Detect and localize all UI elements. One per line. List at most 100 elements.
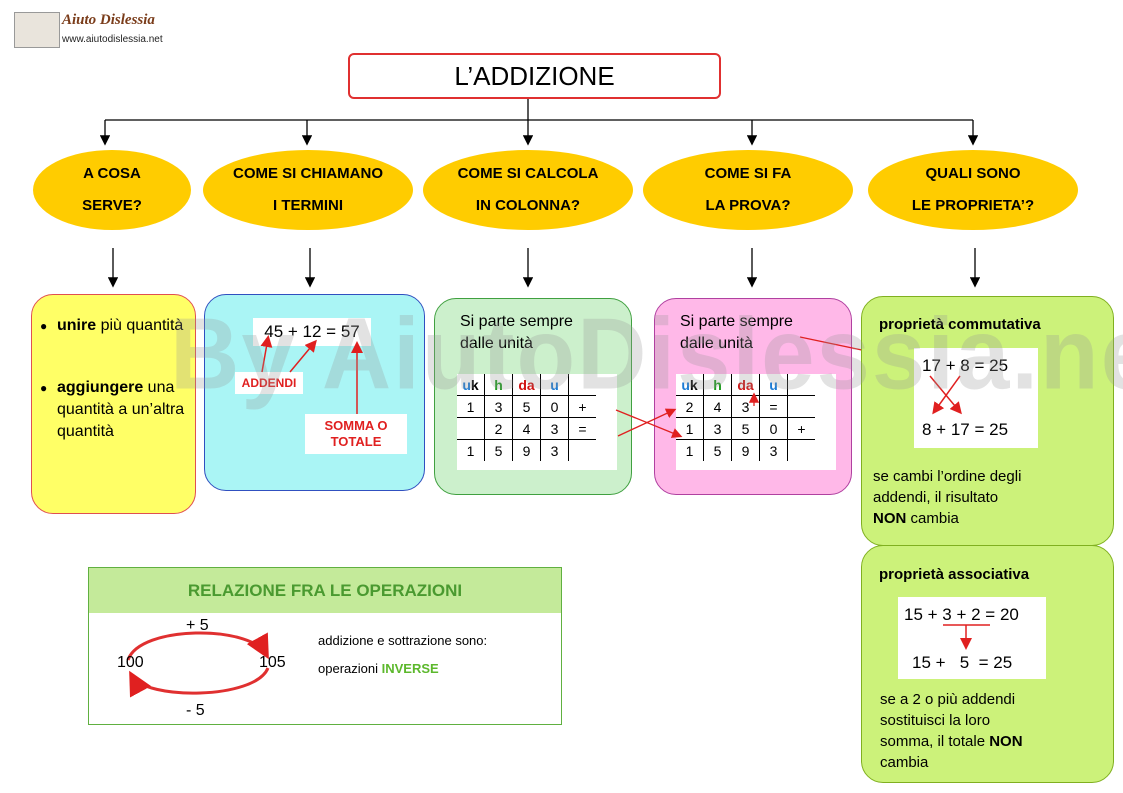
bullet-icon: ● <box>40 319 48 333</box>
sum-label-line: SOMMA O <box>324 418 388 433</box>
commutative-line-2: 8 + 17 = 25 <box>922 420 1009 439</box>
use-text: più quantità <box>96 317 184 334</box>
question-oval-properties: QUALI SONO LE PROPRIETA’? <box>868 150 1078 230</box>
table-cell <box>787 395 815 418</box>
commutative-description: se cambi l’ordine degli addendi, il risu… <box>873 466 1103 529</box>
column-header <box>568 374 596 396</box>
table-cell: 4 <box>703 395 732 418</box>
non-keyword: NON <box>873 510 907 527</box>
column-header-letter: k <box>689 376 698 393</box>
bullet-icon: ● <box>40 381 48 395</box>
column-header-letter: da <box>518 376 535 393</box>
sum-label-line: TOTALE <box>330 434 382 449</box>
use-text: una quantità a un’altra quantità <box>57 379 185 440</box>
table-cell: 5 <box>731 417 760 440</box>
question-line: COME SI FA <box>704 165 792 182</box>
associative-example: 15 + 3 + 2 = 20 15 + 5 = 25 <box>898 597 1046 679</box>
relation-title: RELAZIONE FRA LE OPERAZIONI <box>89 568 561 613</box>
column-header: uk <box>676 374 704 396</box>
commutative-desc-end: cambia <box>906 510 959 527</box>
relation-plus: + 5 <box>186 617 209 634</box>
column-header-letter: u <box>681 376 690 393</box>
sum-label: SOMMA O TOTALE <box>305 414 407 454</box>
table-cell: 5 <box>512 395 541 418</box>
uses-box <box>31 294 196 514</box>
use-item: ● unire più quantità <box>40 315 190 337</box>
column-header-letter: k <box>470 376 479 393</box>
column-intro: Si parte sempre dalle unità <box>460 313 573 352</box>
column-header-letter: h <box>494 376 503 393</box>
associative-description: se a 2 o più addendi sostituisci la loro… <box>880 689 1105 773</box>
table-cell: 3 <box>540 439 569 461</box>
column-header: da <box>731 374 760 396</box>
table-cell: 5 <box>484 439 513 461</box>
column-header: da <box>512 374 541 396</box>
question-line: LA PROVA? <box>705 197 791 214</box>
page-title: L’ADDIZIONE <box>454 60 615 91</box>
table-cell: = <box>568 417 596 440</box>
table-cell: 3 <box>759 439 788 461</box>
table-cell: 0 <box>759 417 788 440</box>
relation-panel: RELAZIONE FRA LE OPERAZIONI <box>88 567 562 725</box>
relation-text-prefix: operazioni <box>318 661 382 676</box>
proof-intro: Si parte sempre dalle unità <box>680 313 793 352</box>
table-cell: + <box>568 395 596 418</box>
relation-left-number: 100 <box>117 654 144 671</box>
table-cell: 1 <box>676 439 704 461</box>
table-cell: 3 <box>484 395 513 418</box>
table-cell <box>457 417 485 440</box>
column-header: uk <box>457 374 485 396</box>
table-cell: 1 <box>457 439 485 461</box>
table-cell: 0 <box>540 395 569 418</box>
table-cell: 3 <box>703 417 732 440</box>
question-line: IN COLONNA? <box>475 197 581 214</box>
column-header: h <box>484 374 513 396</box>
relation-text-2: operazioni INVERSE <box>318 661 439 676</box>
table-cell: 2 <box>676 395 704 418</box>
question-line: SERVE? <box>82 197 142 214</box>
commutative-desc-line: se cambi l’ordine degli <box>873 468 1022 485</box>
question-line: LE PROPRIETA’? <box>911 197 1035 214</box>
column-header-letter: da <box>737 376 754 393</box>
use-keyword: aggiungere <box>57 379 144 396</box>
question-line: COME SI CHIAMANO <box>233 165 383 182</box>
column-header-letter: u <box>769 376 778 393</box>
title-box: L’ADDIZIONE <box>348 53 721 99</box>
commutative-example: 17 + 8 = 25 8 + 17 = 25 <box>914 348 1038 448</box>
relation-text-1: addizione e sottrazione sono: <box>318 633 488 648</box>
non-keyword: NON <box>989 733 1023 750</box>
associative-line-1: 15 + 3 + 2 = 20 <box>904 605 1019 624</box>
question-line: QUALI SONO <box>925 165 1021 182</box>
addends-label: ADDENDI <box>235 372 303 394</box>
column-header-letter: u <box>550 376 559 393</box>
column-header: h <box>703 374 732 396</box>
question-line: I TERMINI <box>273 197 343 214</box>
associative-desc-line: sostituisci la loro <box>880 712 991 729</box>
table-cell: 9 <box>512 439 541 461</box>
relation-minus: - 5 <box>186 702 205 719</box>
table-cell: 9 <box>731 439 760 461</box>
logo-url: www.aiutodislessia.net <box>62 34 163 45</box>
column-header: u <box>540 374 569 396</box>
commutative-desc-line: addendi, il risultato <box>873 489 999 506</box>
commutative-line-1: 17 + 8 = 25 <box>922 356 1009 375</box>
watermark-text: By AiutoDislessia.net <box>170 298 1123 411</box>
question-oval-use: A COSA SERVE? <box>33 150 191 230</box>
table-cell: 1 <box>457 395 485 418</box>
column-header: u <box>759 374 788 396</box>
use-keyword: unire <box>57 317 97 334</box>
associative-title: proprietà associativa <box>879 566 1030 583</box>
commutative-title: proprietà commutativa <box>879 316 1041 333</box>
table-cell: 5 <box>703 439 732 461</box>
associative-desc-line: se a 2 o più addendi <box>880 691 1016 708</box>
